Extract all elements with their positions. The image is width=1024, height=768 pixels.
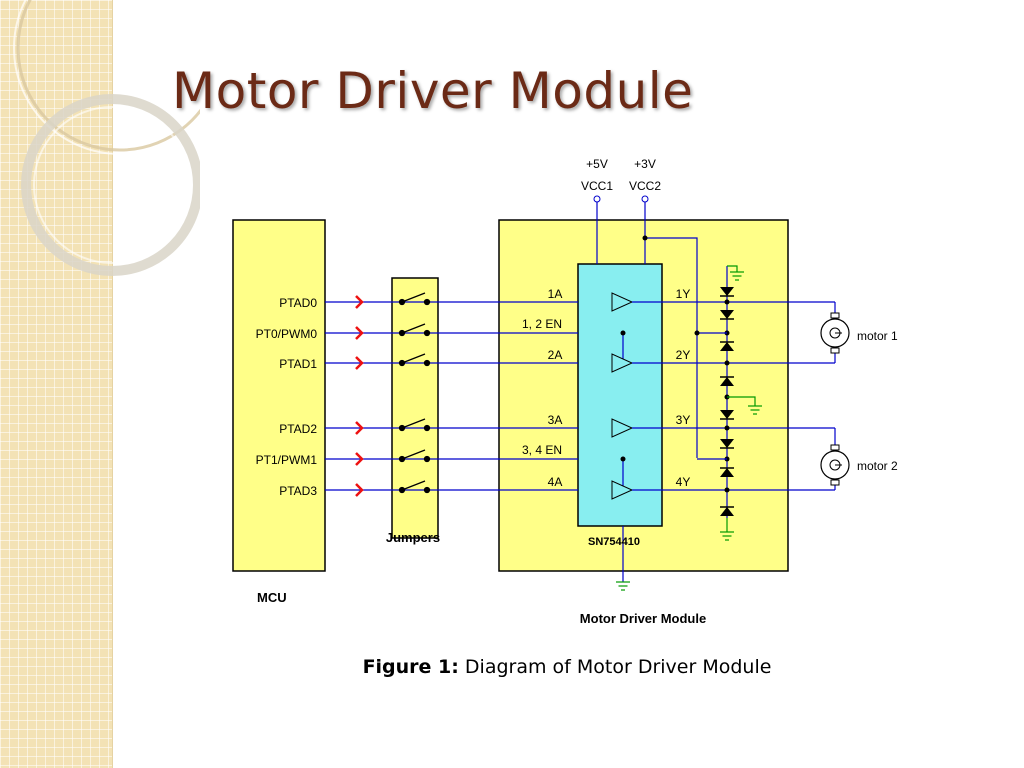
chip-input-label: 2A: [548, 348, 563, 362]
jumpers-label: Jumpers: [386, 530, 440, 545]
slide-title: Motor Driver Module: [172, 62, 694, 120]
motor-1-icon: [820, 312, 850, 354]
buffer-1: [611, 292, 634, 312]
module-label: Motor Driver Module: [580, 611, 706, 626]
vcc1-pin-label: VCC1: [581, 179, 613, 193]
motor-2-label: motor 2: [857, 459, 898, 473]
jumper-switches: [398, 292, 431, 494]
circuit-diagram: +5V +3V VCC1 VCC2: [232, 157, 898, 626]
en34-junction: [620, 456, 626, 462]
vcc2-pin-label: VCC2: [629, 179, 661, 193]
input-arrows: [355, 295, 364, 497]
chip-output-label: 3Y: [676, 413, 691, 427]
mcu-pin-label: PT1/PWM1: [256, 453, 318, 467]
chip-input-label: 1A: [548, 287, 563, 301]
caption-prefix: Figure 1:: [362, 656, 459, 678]
jumpers-box: [391, 277, 439, 539]
supply-tap-wires: [697, 332, 727, 460]
decorative-rings: [13, 0, 200, 276]
mcu-box: [232, 219, 326, 572]
chip-output-label: 1Y: [676, 287, 691, 301]
output-wires: [632, 301, 835, 491]
mcu-pin-label: PTAD1: [279, 357, 317, 371]
mcu-pin-label: PTAD3: [279, 484, 317, 498]
vcc2-voltage-label: +3V: [634, 157, 656, 171]
mcu-pin-label: PTAD0: [279, 296, 317, 310]
en12-junction: [620, 330, 626, 336]
chip-output-label: 4Y: [676, 475, 691, 489]
chip-input-label: 4A: [548, 475, 563, 489]
diode-ground-symbols: [720, 265, 762, 541]
vcc2-terminal: [641, 195, 649, 203]
chip-part-label: SN754410: [588, 536, 640, 548]
motor-2-icon: [820, 444, 850, 486]
vcc2-junction: [642, 235, 648, 241]
chip-input-label: 3A: [548, 413, 563, 427]
signal-wires: [325, 301, 578, 491]
supply-wires: [596, 202, 698, 458]
flyback-diodes: [720, 287, 734, 516]
buffer-2: [611, 353, 634, 373]
caption-text: Diagram of Motor Driver Module: [464, 656, 772, 678]
chip-input-label: 1, 2 EN: [522, 317, 562, 331]
chip-output-label: 2Y: [676, 348, 691, 362]
mcu-pin-label: PTAD2: [279, 422, 317, 436]
buffer-4: [611, 480, 634, 500]
mcu-label: MCU: [257, 590, 287, 605]
vcc1-terminal: [593, 195, 601, 203]
motor-1-label: motor 1: [857, 329, 898, 343]
figure-caption: Figure 1: Diagram of Motor Driver Module: [0, 656, 1024, 678]
chip-ground-symbol: [616, 581, 630, 591]
buffer-3: [611, 418, 634, 438]
vcc1-voltage-label: +5V: [586, 157, 608, 171]
mcu-pin-label: PT0/PWM0: [256, 327, 318, 341]
chip-input-label: 3, 4 EN: [522, 443, 562, 457]
